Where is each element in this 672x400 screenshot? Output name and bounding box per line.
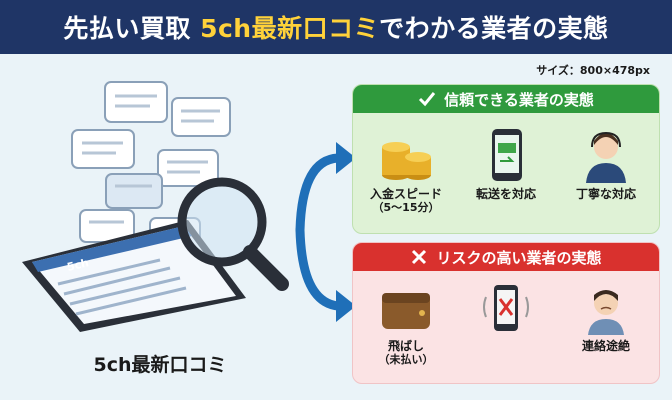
empty-wallet-icon <box>382 293 430 329</box>
bad-item-lost-contact-label: 連絡途絶 <box>581 339 630 353</box>
size-note: サイズ：800×478px <box>536 64 650 77</box>
cross-icon <box>412 249 427 265</box>
trustworthy-panel: 信頼できる業者の実態 入金スピード （5〜15分） 転送を対応 丁寧な対応 <box>352 84 660 234</box>
worried-person-icon <box>588 290 624 335</box>
good-item-transfer-label: 転送を対応 <box>475 187 536 201</box>
title-highlight: 5ch最新口コミ <box>200 14 380 43</box>
page-title: 先払い買取 5ch最新口コミでわかる業者の実態 <box>63 9 608 45</box>
good-item-support-label: 丁寧な対応 <box>575 187 636 201</box>
bad-item-no-answer <box>461 283 551 339</box>
arrow-up-icon <box>295 153 343 235</box>
risky-panel: リスクの高い業者の実態 飛ばし （未払い） 連絡途絶 <box>352 242 660 384</box>
good-item-transfer: 転送を対応 <box>461 127 551 201</box>
check-icon <box>419 92 436 107</box>
good-item-speed-sub: （5〜15分） <box>372 201 440 214</box>
phone-transfer-icon <box>492 129 522 181</box>
phone-no-answer-icon <box>483 285 529 331</box>
branch-arrows <box>290 130 360 330</box>
trustworthy-panel-header: 信頼できる業者の実態 <box>353 85 659 113</box>
good-item-support: 丁寧な対応 <box>561 127 651 201</box>
phone-5ch-label: 5ch <box>66 256 90 274</box>
risky-panel-header: リスクの高い業者の実態 <box>353 243 659 271</box>
trustworthy-panel-title: 信頼できる業者の実態 <box>444 90 594 109</box>
title-prefix: 先払い買取 <box>63 14 201 43</box>
bad-item-default: 飛ばし （未払い） <box>361 283 451 367</box>
arrow-down-icon <box>295 225 343 311</box>
left-caption: 5ch最新口コミ <box>93 354 227 376</box>
bad-item-default-label: 飛ばし <box>387 339 424 353</box>
magnifying-glass-icon <box>177 177 289 291</box>
header-banner: 先払い買取 5ch最新口コミでわかる業者の実態 <box>0 0 672 54</box>
bad-item-default-sub: （未払い） <box>378 353 434 366</box>
good-item-speed: 入金スピード （5〜15分） <box>361 127 451 215</box>
coin-stack-icon <box>382 142 431 180</box>
good-item-speed-label: 入金スピード <box>369 187 442 201</box>
risky-panel-title: リスクの高い業者の実態 <box>436 248 602 267</box>
bad-item-lost-contact: 連絡途絶 <box>561 283 651 353</box>
title-suffix: でわかる業者の実態 <box>379 14 609 43</box>
smartphone-with-comments-illustration: 5ch <box>10 70 300 335</box>
support-agent-icon <box>586 131 626 183</box>
